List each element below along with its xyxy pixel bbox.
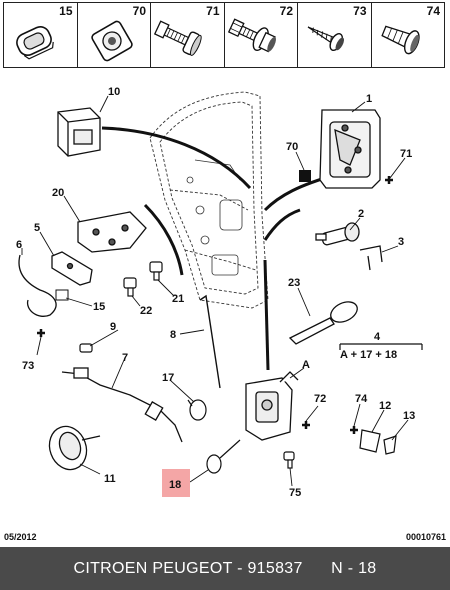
strip-cell-72: 72 (225, 3, 298, 67)
part-21-screw (149, 261, 163, 281)
strip-cell-74: 74 (372, 3, 445, 67)
part-5-plate (51, 251, 93, 286)
part-12-bracket (359, 429, 381, 453)
part-1-housing (319, 109, 381, 189)
callout-17: 17 (162, 372, 174, 384)
callout-15: 15 (93, 301, 105, 313)
callout-1: 1 (366, 93, 372, 105)
callout-11: 11 (104, 473, 116, 485)
strip-number: 74 (426, 4, 440, 18)
callout-3: 3 (398, 236, 404, 248)
callout-2: 2 (358, 208, 364, 220)
part-18-clip (206, 439, 241, 474)
flange-screw-icon (227, 18, 276, 53)
callout-21: 21 (172, 293, 184, 305)
callout-18: 18 (169, 479, 181, 491)
callout-labels: 10 1 70 71 20 5 6 2 3 23 15 22 21 8 9 4 … (16, 86, 415, 499)
thick-leaders (101, 126, 336, 371)
callout-20: 20 (52, 187, 64, 199)
part-75-screw (283, 451, 295, 469)
exploded-diagram: 10 1 70 71 20 5 6 2 3 23 15 22 21 8 9 4 … (16, 86, 423, 499)
callout-5: 5 (34, 222, 40, 234)
strip-number: 71 (206, 4, 220, 18)
strip-cell-71: 71 (151, 3, 225, 67)
callout-73: 73 (22, 360, 34, 372)
footer-code: 00010761 (405, 532, 446, 542)
callout-70: 70 (286, 141, 298, 153)
part-13-clip (383, 435, 397, 455)
callout-6: 6 (16, 239, 22, 251)
callout-13: 13 (403, 410, 415, 422)
part-22-screw (123, 277, 137, 297)
callout-7: 7 (122, 352, 128, 364)
part-10-cover (57, 107, 101, 157)
grommet-icon (16, 26, 54, 60)
thin-leaders (21, 95, 409, 487)
part-A-lock (245, 371, 299, 441)
callout-formula: A + 17 + 18 (340, 349, 397, 361)
callout-18-highlight (162, 469, 190, 497)
callout-23: 23 (288, 277, 300, 289)
part-70-marker (299, 170, 311, 182)
part-2-cylinder (315, 222, 360, 246)
callout-10: 10 (108, 86, 120, 98)
door-outline (149, 91, 269, 309)
caption-bar: CITROEN PEUGEOT - 915837 N - 18 (0, 547, 450, 590)
strip-number: 70 (132, 4, 146, 18)
part-11-handle (48, 425, 101, 471)
part-3-clip (359, 245, 383, 271)
strip-number: 73 (353, 4, 367, 18)
callout-75: 75 (289, 487, 301, 499)
callout-71: 71 (400, 148, 412, 160)
callout-72: 72 (314, 393, 326, 405)
part-23-key (288, 301, 358, 345)
push-clip-icon (380, 25, 420, 55)
part-7-cable (61, 367, 183, 443)
part-20-bracket (77, 211, 147, 253)
square-grommet-icon (90, 20, 133, 62)
screw-washer-icon (153, 20, 202, 56)
callout-22: 22 (140, 305, 152, 317)
callout-A: A (302, 359, 310, 371)
callout-8: 8 (170, 329, 176, 341)
part-8-rod (199, 294, 221, 389)
strip-number: 15 (59, 4, 73, 18)
footer-date: 05/2012 (4, 532, 37, 542)
part-17-clip (187, 399, 207, 421)
part-4-bracket-line (339, 343, 423, 350)
part-9-clip (79, 343, 93, 353)
strip-number: 72 (279, 4, 293, 18)
tapping-screw-icon (307, 26, 345, 52)
callout-12: 12 (379, 400, 391, 412)
part-15-grommet (55, 289, 69, 301)
callout-4: 4 (374, 331, 381, 343)
part-6-cable (18, 254, 57, 317)
caption-text: CITROEN PEUGEOT - 915837 N - 18 (73, 559, 377, 577)
part-72-marker (302, 421, 310, 429)
strip-cell-70: 70 (78, 3, 151, 67)
part-73-marker (37, 329, 45, 337)
part-74-marker (350, 426, 358, 434)
fastener-strip: 15 70 71 (3, 2, 445, 68)
callout-74: 74 (355, 393, 368, 405)
callout-9: 9 (110, 321, 116, 333)
strip-cell-73: 73 (298, 3, 372, 67)
strip-cell-15: 15 (4, 3, 78, 67)
part-71-marker (385, 176, 393, 184)
